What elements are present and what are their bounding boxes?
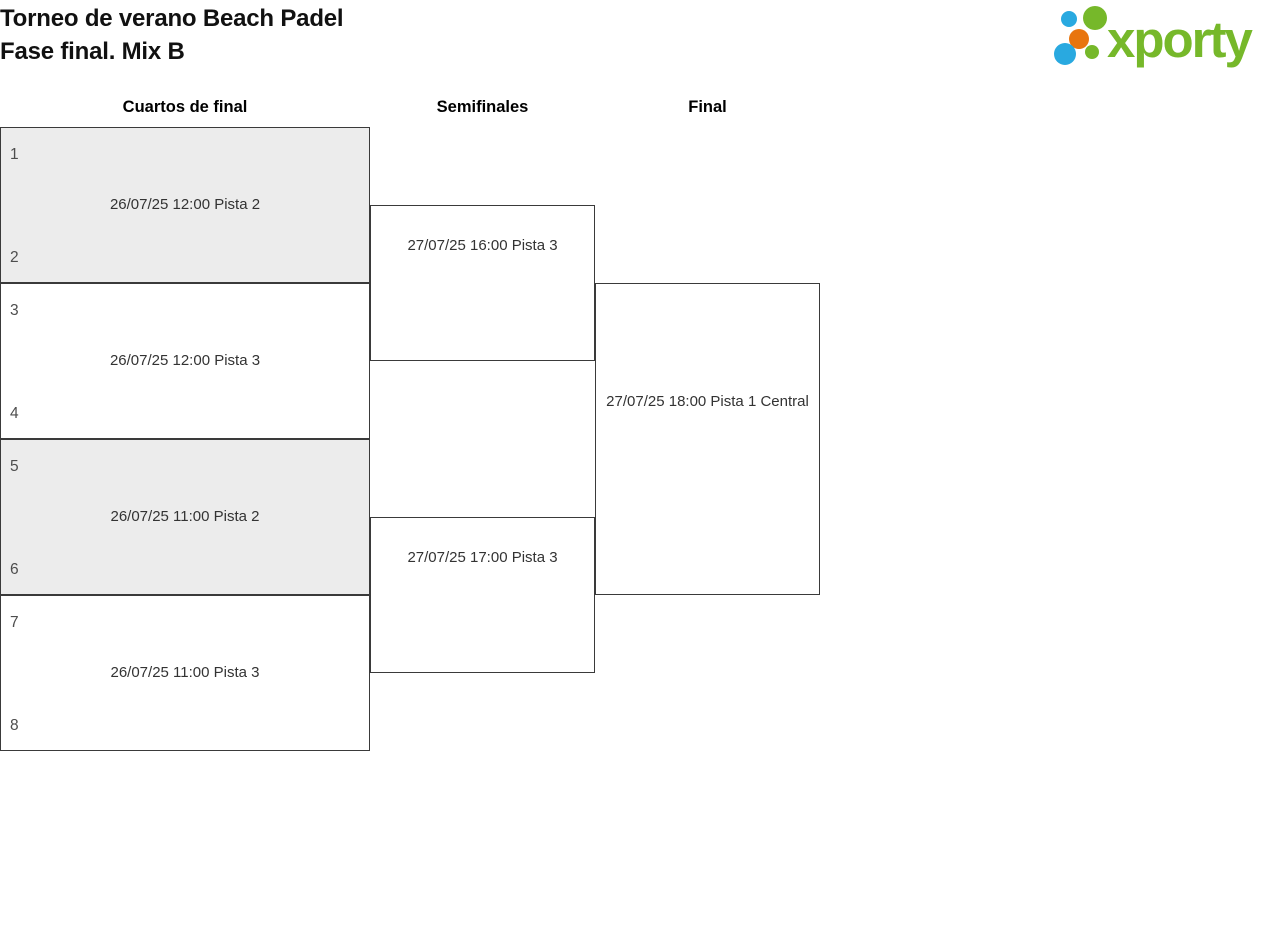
match-schedule: 27/07/25 18:00 Pista 1 Central <box>606 393 809 410</box>
phase-title: Fase final. Mix B <box>0 38 185 65</box>
match-schedule: 27/07/25 16:00 Pista 3 <box>407 237 558 254</box>
match-quarterfinal-4[interactable]: 7 26/07/25 11:00 Pista 3 8 <box>0 595 370 751</box>
seed-number: 7 <box>10 614 19 631</box>
logo-wordmark: xporty <box>1107 11 1254 68</box>
logo-dot-green-small <box>1085 45 1099 59</box>
logo-dot-blue-small <box>1061 11 1077 27</box>
seed-number: 8 <box>10 717 19 734</box>
seed-number: 1 <box>10 146 19 163</box>
seed-number: 2 <box>10 249 19 266</box>
match-schedule: 26/07/25 11:00 Pista 3 <box>110 664 260 681</box>
logo-dot-blue-large <box>1054 43 1076 65</box>
match-final[interactable]: 27/07/25 18:00 Pista 1 Central <box>595 283 820 595</box>
round-header-semifinals: Semifinales <box>436 98 529 116</box>
match-semifinal-1[interactable]: 27/07/25 16:00 Pista 3 <box>370 205 595 361</box>
match-quarterfinal-1[interactable]: 1 26/07/25 12:00 Pista 2 2 <box>0 127 370 283</box>
tournament-title: Torneo de verano Beach Padel <box>0 5 344 32</box>
page-title: Torneo de verano Beach Padel Fase final.… <box>0 2 344 68</box>
match-schedule: 26/07/25 12:00 Pista 2 <box>109 196 261 213</box>
match-schedule: 26/07/25 11:00 Pista 2 <box>110 508 260 525</box>
round-header-quarterfinals: Cuartos de final <box>122 98 248 116</box>
xporty-logo-graphic: xporty <box>1054 6 1256 68</box>
xporty-logo[interactable]: xporty <box>1045 0 1277 72</box>
match-schedule: 27/07/25 17:00 Pista 3 <box>407 549 558 566</box>
match-quarterfinal-2[interactable]: 3 26/07/25 12:00 Pista 3 4 <box>0 283 370 439</box>
seed-number: 6 <box>10 561 19 578</box>
seed-number: 4 <box>10 405 19 422</box>
match-semifinal-2[interactable]: 27/07/25 17:00 Pista 3 <box>370 517 595 673</box>
round-header-final: Final <box>688 98 727 116</box>
seed-number: 3 <box>10 302 19 319</box>
logo-dot-green-large <box>1083 6 1107 30</box>
logo-dot-orange <box>1069 29 1089 49</box>
match-schedule: 26/07/25 12:00 Pista 3 <box>109 352 261 369</box>
seed-number: 5 <box>10 458 19 475</box>
match-quarterfinal-3[interactable]: 5 26/07/25 11:00 Pista 2 6 <box>0 439 370 595</box>
